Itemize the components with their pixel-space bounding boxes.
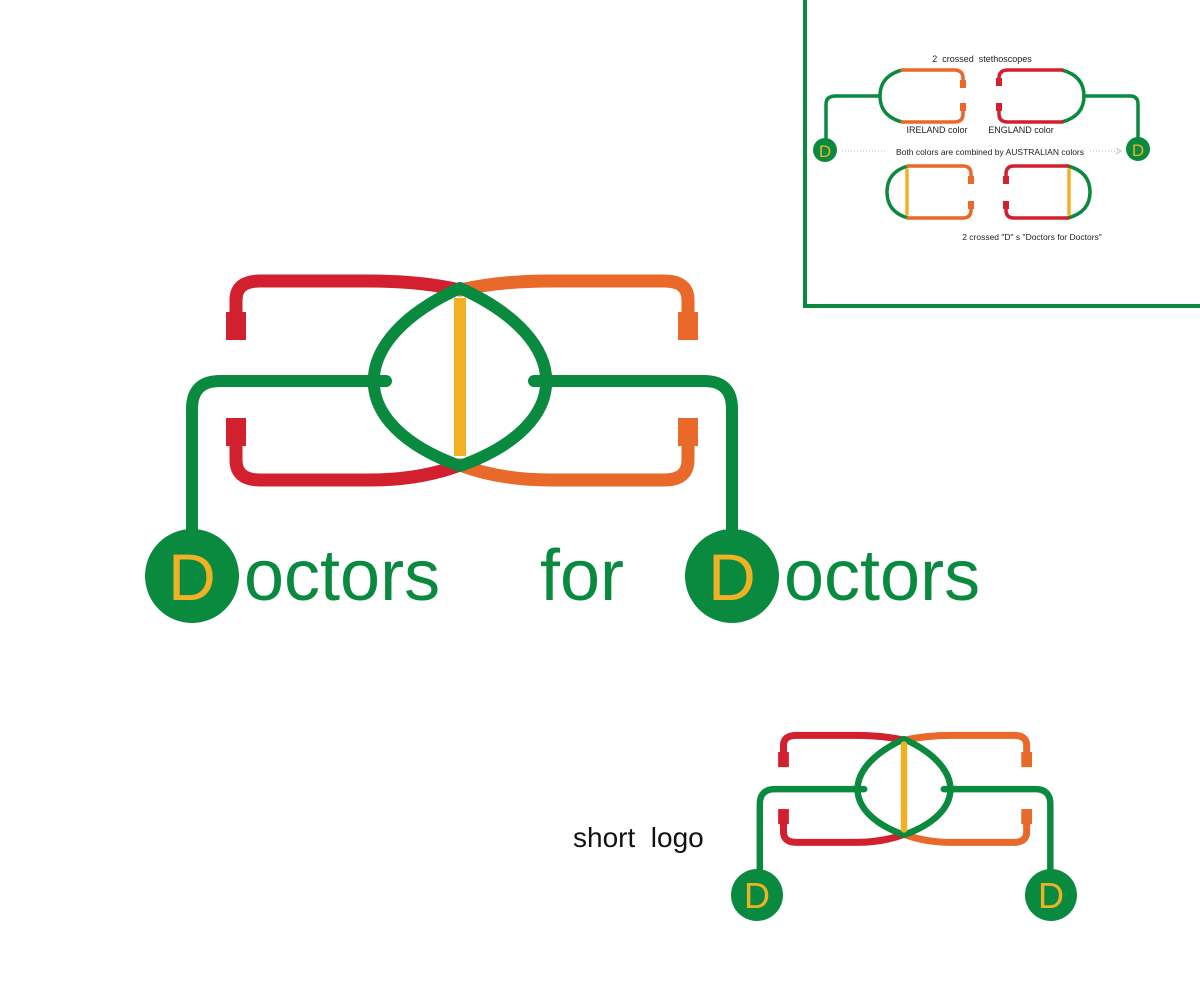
short-logo: short logo D D: [573, 731, 1077, 921]
right-d-earpiece-top: [1003, 176, 1009, 184]
right-d-connector-tube: [1128, 94, 1140, 142]
ireland-stethoscope-green-part: [878, 68, 904, 124]
short-green-left-tube: [756, 785, 868, 889]
short-green-crossed-d-shape: [854, 735, 954, 839]
red-stethoscope-bottom-tube: [229, 433, 467, 487]
crossed-d-label: 2 crossed "D" s "Doctors for Doctors": [962, 232, 1102, 242]
left-d-shape-orange-bottom: [906, 202, 973, 220]
panel-d-letter-left: D: [819, 142, 831, 161]
orange-earpiece-bottom: [678, 418, 698, 446]
main-logo: D octors for D octors: [145, 274, 980, 623]
short-red-top-tube: [779, 731, 908, 759]
short-orange-bottom-tube: [900, 817, 1031, 846]
short-orange-earpiece-top: [1021, 752, 1033, 768]
green-crossed-d-shape: [367, 282, 553, 472]
ireland-color-label: IRELAND color: [906, 125, 967, 135]
ireland-stethoscope-orange-top: [900, 68, 965, 86]
short-d-badge-left: [731, 869, 783, 921]
orange-earpiece-top: [678, 312, 698, 340]
wordmark-for: for: [540, 536, 624, 616]
england-stethoscope-red-top: [997, 68, 1064, 86]
short-red-bottom-tube: [779, 817, 908, 846]
wordmark: D octors for D octors: [145, 529, 980, 623]
d-letter-right: D: [708, 540, 756, 614]
ireland-stethoscope-orange-bottom: [900, 104, 965, 124]
ireland-earpiece-top: [960, 80, 966, 88]
wordmark-doctors-first: octors: [244, 536, 440, 616]
left-d-shape-orange-top: [906, 164, 973, 182]
short-d-letter-right: D: [1038, 875, 1064, 916]
d-letter-left: D: [168, 540, 216, 614]
short-red-earpiece-bottom: [778, 809, 789, 825]
wordmark-doctors-second: octors: [784, 536, 980, 616]
panel-d-badge-left: [813, 138, 837, 162]
short-red-earpiece-top: [778, 752, 789, 768]
red-earpiece-bottom: [226, 418, 246, 446]
red-stethoscope-top-tube: [229, 274, 467, 325]
england-earpiece-bottom: [996, 103, 1002, 111]
orange-stethoscope-bottom-tube: [453, 433, 695, 487]
orange-stethoscope-top-tube: [453, 274, 695, 325]
right-d-earpiece-bottom: [1003, 201, 1009, 209]
left-d-earpiece-top: [968, 176, 974, 184]
red-earpiece-top: [226, 312, 246, 340]
right-arrow-head: [1115, 147, 1122, 155]
short-orange-top-tube: [900, 731, 1031, 759]
panel-d-badge-right: [1126, 137, 1150, 161]
left-d-earpiece-bottom: [968, 201, 974, 209]
england-stethoscope-green-part: [1060, 68, 1086, 124]
main-stethoscope-emblem: [186, 274, 738, 536]
england-stethoscope-red-bottom: [997, 104, 1064, 124]
panel-border: [803, 0, 1200, 308]
explanation-panel: 2 crossed stethoscopes IRELAND color ENG…: [803, 0, 1200, 308]
short-orange-earpiece-bottom: [1021, 809, 1033, 825]
d-badge-right: [685, 529, 779, 623]
ireland-earpiece-bottom: [960, 103, 966, 111]
england-color-label: ENGLAND color: [988, 125, 1054, 135]
england-earpiece-top: [996, 78, 1002, 86]
short-d-badge-right: [1025, 869, 1077, 921]
left-d-connector-tube: [824, 94, 838, 142]
short-logo-caption: short logo: [573, 822, 704, 853]
d-badge-left: [145, 529, 239, 623]
left-d-shape-green-curve: [885, 164, 910, 220]
combined-colors-label: Both colors are combined by AUSTRALIAN c…: [896, 147, 1084, 157]
green-left-tube: [186, 375, 392, 536]
panel-d-letter-right: D: [1132, 141, 1144, 160]
right-d-shape-red-bottom: [1004, 202, 1070, 220]
panel-title: 2 crossed stethoscopes: [932, 54, 1032, 64]
right-d-shape-red-top: [1004, 164, 1070, 182]
short-logo-emblem: [756, 731, 1054, 889]
right-d-shape-green-curve: [1066, 164, 1092, 220]
combined-d-shapes-diagram: [885, 164, 1092, 220]
short-d-letter-left: D: [744, 875, 770, 916]
separate-stethoscopes-diagram: [824, 68, 1140, 142]
green-right-tube: [528, 375, 738, 536]
short-green-right-tube: [940, 785, 1054, 889]
